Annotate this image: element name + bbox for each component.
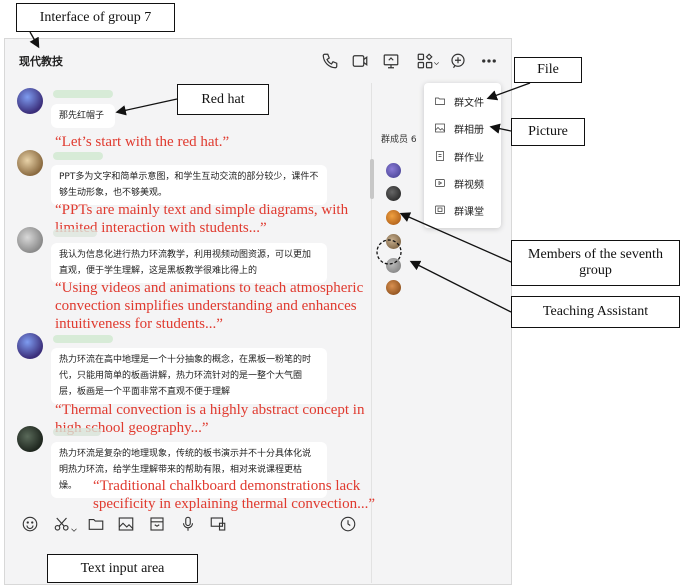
members-title: 群成员 6 [381,135,417,145]
menu-item-label: 群课堂 [454,206,484,218]
sender-name [53,152,103,160]
chat-window: 现代教技 群成员 6 群文件 [4,38,512,585]
message-bubble: 热力环流在高中地理是一个十分抽象的概念，在黑板一粉笔的时代，只能用简单的板画讲解… [51,348,327,404]
message-translation: “Traditional chalkboard demonstrations l… [93,478,375,512]
menu-item-label: 群作业 [454,152,484,164]
chevron-down-icon[interactable] [431,53,441,73]
menu-item-group-album[interactable]: 群相册 [434,118,484,138]
avatar[interactable] [17,227,43,253]
add-icon[interactable] [448,51,468,71]
menu-item-label: 群视频 [454,179,484,191]
avatar[interactable] [17,150,43,176]
box-icon[interactable] [148,515,166,533]
video-icon [435,179,445,187]
sender-name [53,90,113,98]
menu-item-group-video[interactable]: 群视频 [434,173,484,193]
video-call-icon[interactable] [350,51,370,71]
message-translation: “Let’s start with the red hat.” [55,134,230,150]
message-bubble: 热力环流是复杂的地理现象，传统的板书演示并不十分具体化说明热力环流，给学生理解带… [51,442,327,498]
microphone-icon[interactable] [179,515,197,533]
document-icon [436,151,444,161]
message-bubble: 那先红帽子 [51,104,115,128]
member-avatar[interactable] [386,258,401,273]
avatar[interactable] [17,333,43,359]
image-icon[interactable] [117,515,135,533]
folder-icon[interactable] [87,515,105,533]
title-bar: 现代教技 [5,39,511,83]
avatar[interactable] [17,426,43,452]
menu-item-group-classroom[interactable]: 群课堂 [434,200,484,220]
more-icon[interactable] [479,51,499,71]
sender-name [53,229,97,237]
chat-scrollbar[interactable] [370,159,374,199]
callout-teaching-assistant: Teaching Assistant [511,296,680,328]
menu-item-group-homework[interactable]: 群作业 [434,146,484,166]
phone-icon[interactable] [320,51,340,71]
apps-icon[interactable] [415,51,435,71]
member-avatar[interactable] [386,210,401,225]
message-translation: “PPTs are mainly text and simple diagram… [55,202,349,236]
teaching-assistant-avatar[interactable] [386,280,401,295]
member-avatar[interactable] [386,186,401,201]
message-translation: “Thermal convection is a highly abstract… [55,402,365,436]
image-icon [435,123,445,133]
screen-share-icon[interactable] [381,51,401,71]
callout-members: Members of the seventh group [511,240,680,286]
member-avatar[interactable] [386,234,401,249]
message-bubble: 我认为信息化进行热力环流教学，利用视频动图资源，可以更加直观，便于学生理解，这是… [51,243,327,283]
emoji-icon[interactable] [21,515,39,533]
clock-icon[interactable] [339,515,357,533]
group-title: 现代教技 [19,55,63,68]
message-bubble: PPT多为文字和简单示意图，和学生互动交流的部分较少，课件不够生动形象，也不够美… [51,165,327,205]
avatar[interactable] [17,88,43,114]
sender-name [53,335,113,343]
chevron-down-icon[interactable] [69,520,79,532]
menu-item-label: 群相册 [454,124,484,136]
menu-item-label: 群文件 [454,97,484,109]
classroom-icon [435,205,445,214]
screen-icon[interactable] [209,515,227,533]
callout-red-hat: Red hat [177,84,269,115]
message-translation: “Using videos and animations to teach at… [55,280,364,332]
scissors-icon[interactable] [53,515,71,533]
sender-name [53,428,101,436]
apps-menu: 群文件 群相册 群作业 群视频 群课堂 [424,83,501,228]
sidebar-divider [371,83,372,583]
callout-picture: Picture [511,118,585,146]
callout-file: File [514,57,582,83]
callout-interface: Interface of group 7 [16,3,175,32]
folder-icon [435,97,445,105]
member-avatar[interactable] [386,163,401,178]
menu-item-group-files[interactable]: 群文件 [434,91,484,111]
callout-text-input: Text input area [47,554,198,583]
